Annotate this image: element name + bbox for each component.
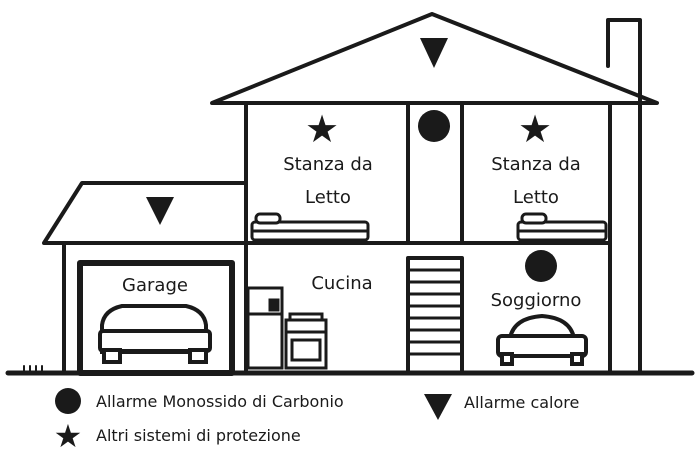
room-label-garage: Garage (122, 275, 188, 296)
staircase (406, 256, 464, 375)
room-label-bedroom-left: Stanza da (283, 154, 373, 175)
legend: Allarme Monossido di Carbonio Allarme ca… (54, 388, 579, 450)
garage-door (77, 260, 235, 376)
chimney (606, 18, 642, 375)
room-label-bedroom-left: Letto (305, 187, 351, 208)
stove (284, 312, 328, 370)
legend-heat-alarm-label: Allarme calore (464, 393, 579, 412)
co-alarm-icon (525, 250, 557, 282)
car (98, 304, 212, 364)
grass-ticks (23, 365, 43, 374)
room-label-kitchen: Cucina (311, 273, 372, 294)
legend-other-icon: ★ (54, 417, 83, 450)
room-label-living: Soggiorno (491, 290, 582, 311)
heat-alarm-icon (146, 197, 174, 225)
room-label-bedroom-right: Stanza da (491, 154, 581, 175)
star-icon: ★ (305, 107, 339, 151)
legend-co-alarm-icon (55, 388, 81, 414)
bed-right (516, 212, 608, 242)
fridge (246, 286, 284, 370)
garage-roof (42, 181, 248, 245)
sofa (496, 313, 588, 366)
stair-steps (406, 268, 464, 356)
main-roof (210, 12, 659, 105)
room-label-bedroom-right: Letto (513, 187, 559, 208)
legend-co-alarm-label: Allarme Monossido di Carbonio (96, 392, 344, 411)
bed-left (250, 212, 370, 242)
co-alarm-icon (418, 110, 450, 142)
legend-heat-alarm-icon (424, 394, 452, 420)
star-icon: ★ (518, 107, 552, 151)
legend-other-label: Altri sistemi di protezione (96, 426, 301, 445)
heat-alarm-icon (420, 38, 448, 68)
